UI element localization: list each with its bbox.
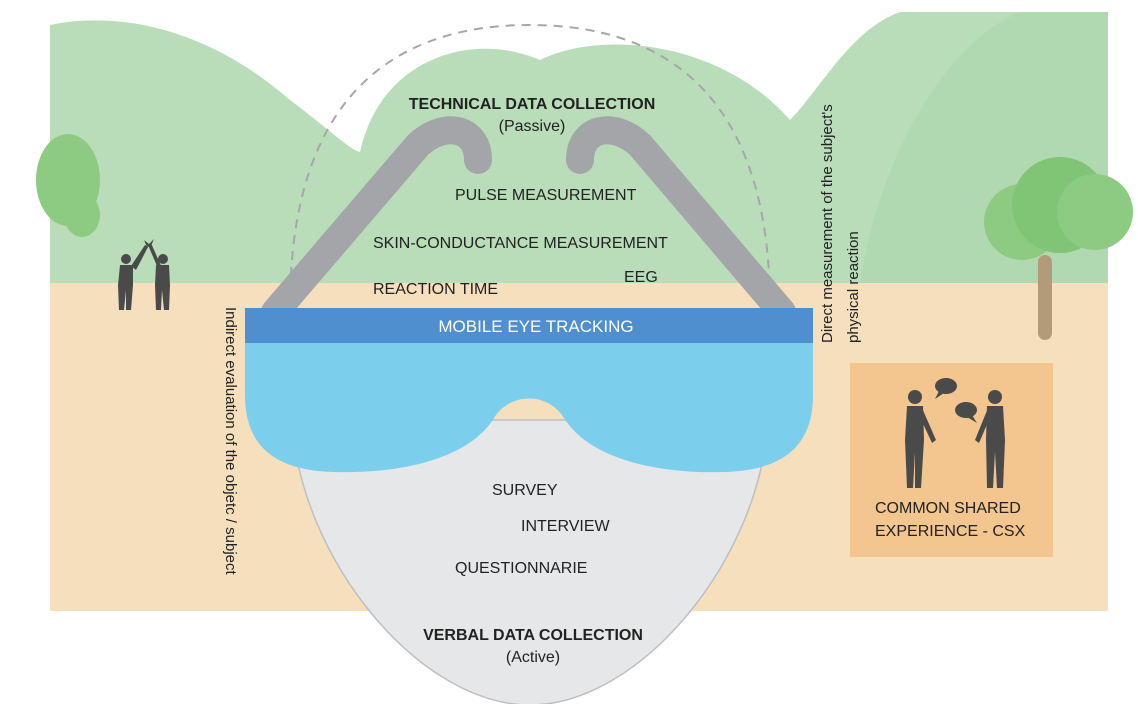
technical-item-skin-conductance: SKIN-CONDUCTANCE MEASUREMENT [373, 235, 668, 252]
technical-title: TECHNICAL DATA COLLECTION [409, 96, 656, 113]
left-axis-label: Indirect evaluation of the objetc / subj… [222, 307, 239, 575]
technical-subtitle: (Passive) [499, 118, 566, 135]
verbal-title: VERBAL DATA COLLECTION [423, 627, 643, 644]
verbal-item-interview: INTERVIEW [521, 518, 611, 535]
high-five-figures-icon [118, 239, 170, 310]
tree-right [984, 157, 1133, 340]
glasses-frame [261, 116, 796, 326]
technical-item-pulse: PULSE MEASUREMENT [455, 187, 637, 204]
csx-box [850, 363, 1053, 557]
csx-label-line1: COMMON SHARED [875, 500, 1021, 517]
csx-label-line2: EXPERIENCE - CSX [875, 523, 1026, 540]
dashed-head-outline [289, 23, 771, 309]
speech-bubble-icon [935, 378, 957, 394]
right-axis-label-line2: physical reaction [845, 231, 862, 343]
face-shape [291, 419, 769, 704]
verbal-item-questionnaire: QUESTIONNARIE [455, 560, 587, 577]
verbal-item-survey: SURVEY [492, 482, 558, 499]
technical-item-eeg: EEG [624, 269, 658, 286]
tree-left [36, 134, 100, 237]
glasses-lens [245, 330, 813, 473]
verbal-subtitle: (Active) [506, 649, 560, 666]
right-axis-label-line1: Direct measurement of the subject's [819, 104, 836, 343]
conversation-figures-icon [905, 378, 1005, 488]
eye-tracking-label: MOBILE EYE TRACKING [438, 317, 633, 336]
technical-item-reaction-time: REACTION TIME [373, 281, 498, 298]
eye-tracking-band [245, 308, 813, 343]
speech-bubble-icon [955, 402, 977, 418]
